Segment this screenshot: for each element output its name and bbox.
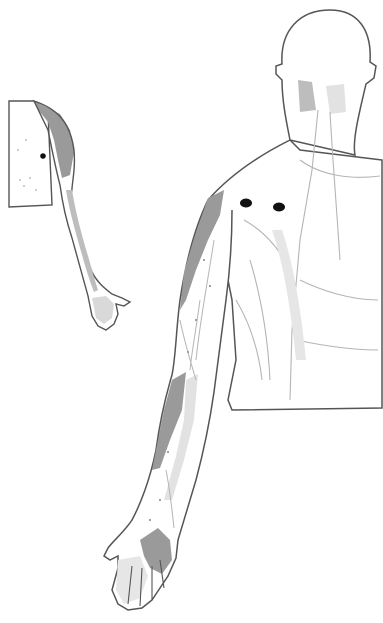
- head-outline: [276, 10, 376, 155]
- small-trigger-point: [40, 153, 46, 159]
- small-arm-outline: [34, 101, 130, 330]
- small-arm-view: [9, 101, 130, 330]
- trigger-point-upper: [240, 199, 252, 208]
- small-hand-shade: [92, 296, 114, 324]
- large-back-view: [104, 10, 382, 610]
- trunk-outline: [208, 140, 382, 410]
- trigger-point-lower: [273, 203, 285, 212]
